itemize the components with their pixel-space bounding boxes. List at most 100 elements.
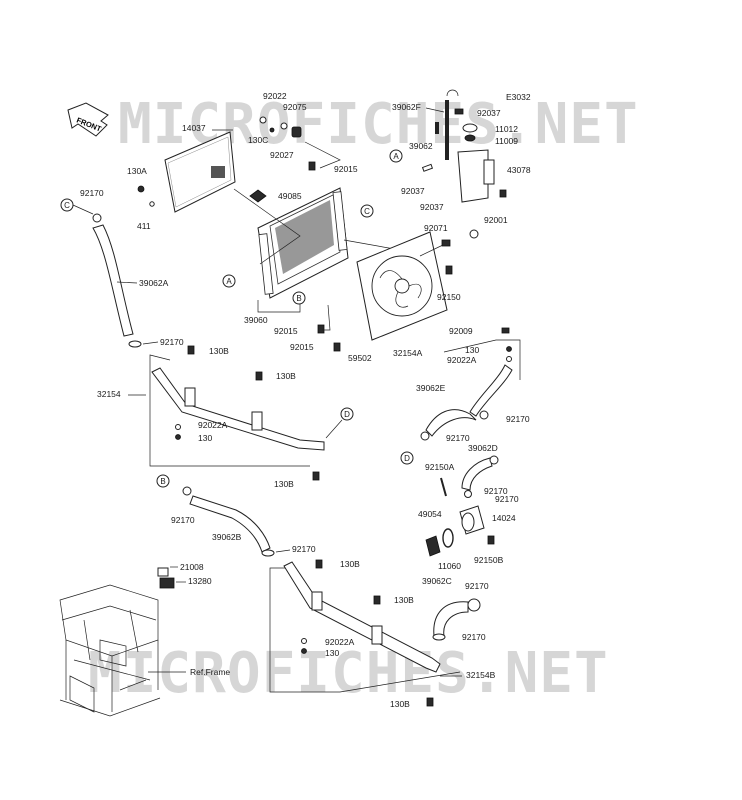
label-92071: 92071 xyxy=(424,223,448,233)
svg-text:C: C xyxy=(64,201,70,210)
label-92037-top: 92037 xyxy=(477,108,501,118)
hose-39062A xyxy=(92,224,134,337)
cap-49085 xyxy=(249,189,267,203)
label-92170-b: 92170 xyxy=(171,515,195,525)
label-92150: 92150 xyxy=(437,292,461,302)
label-130B-1: 130B xyxy=(209,346,229,356)
label-32154A: 32154A xyxy=(393,348,423,358)
label-39062F: 39062F xyxy=(392,102,421,112)
svg-text:B: B xyxy=(296,294,301,303)
ref-frame-label: Ref.Frame xyxy=(190,667,230,677)
callout-a-right: A xyxy=(389,149,403,163)
label-92022A-b: 92022A xyxy=(325,637,355,647)
figure-code: E3032 xyxy=(506,92,531,102)
label-92150B: 92150B xyxy=(474,555,504,565)
label-92170-r4: 92170 xyxy=(495,494,519,504)
hose-39062B xyxy=(189,495,271,553)
callout-d-left: D xyxy=(340,407,354,421)
label-92022A-r: 92022A xyxy=(447,355,477,365)
label-130B-2: 130B xyxy=(276,371,296,381)
label-11060: 11060 xyxy=(438,561,461,571)
svg-text:B: B xyxy=(160,477,165,486)
gasket-11060 xyxy=(442,528,454,548)
front-arrow-icon: FRONT xyxy=(67,102,109,137)
thermostat-49054 xyxy=(425,535,441,557)
label-43078: 43078 xyxy=(507,165,531,175)
pipe-32154 xyxy=(151,367,325,451)
fan-assembly xyxy=(356,231,451,341)
label-92170-r2: 92170 xyxy=(446,433,470,443)
label-39062E: 39062E xyxy=(416,383,446,393)
label-39062B: 39062B xyxy=(212,532,242,542)
label-39062: 39062 xyxy=(409,141,433,151)
label-92022: 92022 xyxy=(263,91,287,101)
label-11012: 11012 xyxy=(495,124,518,134)
callout-a-top: A xyxy=(222,274,236,288)
watermark-bottom: MICROFICHES.NET xyxy=(88,641,609,706)
callout-c-left: C xyxy=(60,198,74,212)
damper-13280 xyxy=(159,577,175,589)
label-92170-r3: 92170 xyxy=(484,486,508,496)
label-411: 411 xyxy=(137,221,151,231)
label-130B-4: 130B xyxy=(340,559,360,569)
label-39062A: 39062A xyxy=(139,278,169,288)
pipe-32154A xyxy=(469,364,513,417)
callout-d-right: D xyxy=(400,451,414,465)
label-49085: 49085 xyxy=(278,191,302,201)
svg-text:A: A xyxy=(226,277,232,286)
label-92170-l1: 92170 xyxy=(160,337,184,347)
callout-c-top: C xyxy=(360,204,374,218)
label-130-r: 130 xyxy=(465,345,479,355)
label-130B-6: 130B xyxy=(390,699,410,709)
svg-text:D: D xyxy=(344,410,350,419)
label-92001: 92001 xyxy=(484,215,508,225)
callout-b-top: B xyxy=(292,291,306,305)
label-92027: 92027 xyxy=(270,150,294,160)
label-92075: 92075 xyxy=(283,102,307,112)
label-11009: 11009 xyxy=(495,136,518,146)
label-39060: 39060 xyxy=(244,315,268,325)
label-92170-r6: 92170 xyxy=(462,632,486,642)
radiator xyxy=(257,187,349,299)
svg-text:D: D xyxy=(404,454,410,463)
label-14037: 14037 xyxy=(182,123,206,133)
label-13280: 13280 xyxy=(188,576,212,586)
radiator-screen xyxy=(164,131,236,213)
label-92170-r5: 92170 xyxy=(465,581,489,591)
label-130-b: 130 xyxy=(325,648,339,658)
label-92170-l2: 92170 xyxy=(292,544,316,554)
coolant-reservoir xyxy=(457,149,495,203)
label-92022A-l: 92022A xyxy=(198,420,228,430)
label-92015-b1: 92015 xyxy=(274,326,298,336)
vehicle-frame xyxy=(59,584,161,717)
svg-text:A: A xyxy=(393,152,399,161)
label-92015-top: 92015 xyxy=(334,164,358,174)
label-92037-a: 92037 xyxy=(401,186,425,196)
bracket-21008 xyxy=(157,567,169,577)
bolt-130A xyxy=(137,185,145,193)
label-130B-3: 130B xyxy=(274,479,294,489)
svg-text:C: C xyxy=(364,207,370,216)
hose-39062D xyxy=(461,457,493,491)
label-32154B: 32154B xyxy=(466,670,496,680)
label-130B-5: 130B xyxy=(394,595,414,605)
label-130-l: 130 xyxy=(198,433,212,443)
label-92170-r1: 92170 xyxy=(506,414,530,424)
label-92150A: 92150A xyxy=(425,462,455,472)
label-39062C: 39062C xyxy=(422,576,452,586)
label-92037-b: 92037 xyxy=(420,202,444,212)
label-92170-c: 92170 xyxy=(80,188,104,198)
pipe-32154B xyxy=(283,561,441,673)
callout-b-left: B xyxy=(156,474,170,488)
hose-39062C xyxy=(433,601,469,637)
washer-92022 xyxy=(259,116,267,124)
label-49054: 49054 xyxy=(418,509,442,519)
label-32154: 32154 xyxy=(97,389,121,399)
label-92009: 92009 xyxy=(449,326,473,336)
hose-39062E xyxy=(425,409,477,437)
thermostat-housing-14024 xyxy=(459,505,485,535)
grommet-92027 xyxy=(291,126,302,138)
label-21008: 21008 xyxy=(180,562,204,572)
label-130A: 130A xyxy=(127,166,147,176)
